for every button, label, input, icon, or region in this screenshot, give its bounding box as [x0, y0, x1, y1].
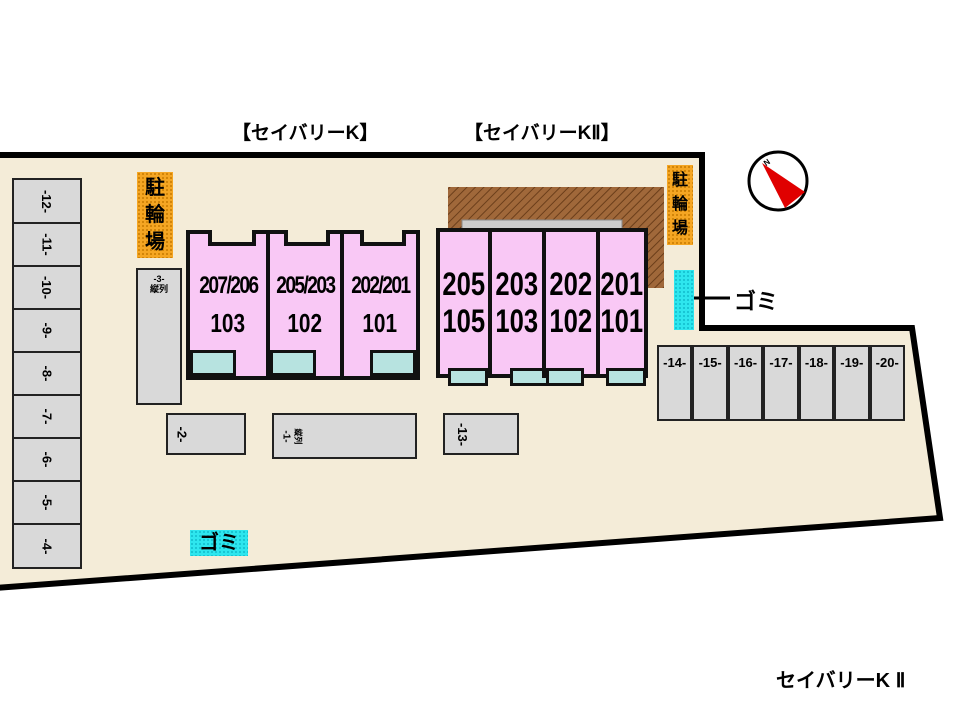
- unit-lower-number: 105: [442, 303, 486, 339]
- parking-space[interactable]: -5-: [12, 481, 82, 524]
- unit-k-2[interactable]: 205/203 102: [266, 230, 344, 380]
- unit-lower-number: 103: [495, 303, 539, 339]
- bike-label-char: 輪: [671, 196, 688, 213]
- unit-upper-number: 203: [495, 266, 539, 302]
- balcony: [190, 350, 236, 376]
- parking-space[interactable]: -19-: [834, 345, 870, 421]
- parking-space[interactable]: -11-: [12, 223, 82, 266]
- unit-k-3[interactable]: 202/201 101: [340, 230, 420, 380]
- unit-k-1[interactable]: 207/206 103: [186, 230, 270, 380]
- building-k-title: 【セイバリーK】: [232, 123, 379, 144]
- unit-k2-4[interactable]: 201 101: [596, 228, 648, 386]
- bike-label-char: 輪: [145, 203, 165, 226]
- trash-area-k: ゴミ: [190, 530, 248, 556]
- parking-space[interactable]: -9-: [12, 309, 82, 352]
- space-label: -3-: [153, 274, 165, 284]
- space-label: -13-: [455, 422, 471, 446]
- space-label: -20-: [875, 355, 899, 370]
- space-label: -2-: [174, 426, 190, 442]
- unit-k2-3[interactable]: 202 102: [542, 228, 600, 386]
- unit-upper-number: 202: [549, 266, 593, 302]
- unit-notch: [284, 230, 330, 246]
- parking-space[interactable]: -10-: [12, 266, 82, 309]
- bike-label-char: 駐: [671, 172, 688, 189]
- bike-parking-k: 駐 輪 場: [137, 172, 173, 258]
- bike-label-char: 場: [145, 230, 165, 253]
- parking-space[interactable]: -20-: [869, 345, 905, 421]
- parking-space[interactable]: -8-: [12, 352, 82, 395]
- parking-space[interactable]: -18-: [798, 345, 835, 421]
- unit-k2-1[interactable]: 205 105: [436, 228, 492, 386]
- parking-space[interactable]: -6-: [12, 438, 82, 481]
- parking-space[interactable]: -14-: [657, 345, 693, 421]
- unit-lower-number: 102: [287, 307, 323, 338]
- balcony: [370, 350, 416, 376]
- parking-space[interactable]: -17-: [763, 345, 799, 421]
- unit-upper-number: 205: [442, 266, 486, 302]
- space-note: 縦列: [293, 428, 303, 444]
- space-label: -18-: [804, 355, 828, 370]
- bike-label-char: 駐: [145, 176, 165, 199]
- space-label: -9-: [39, 322, 55, 339]
- balcony: [448, 368, 488, 386]
- parking-right-row: -14- -15- -16- -17- -18- -19- -20-: [657, 345, 905, 421]
- unit-k2-2[interactable]: 203 103: [488, 228, 550, 386]
- balcony: [606, 368, 646, 386]
- balcony: [270, 350, 316, 376]
- space-label: -17-: [769, 355, 793, 370]
- parking-space-1[interactable]: -1-縦列: [272, 413, 417, 459]
- unit-upper-number: 201: [600, 266, 644, 302]
- unit-upper-number: 205/203: [275, 271, 336, 299]
- space-note: 縦列: [149, 284, 168, 294]
- parking-space[interactable]: -15-: [692, 345, 728, 421]
- parking-space-13[interactable]: -13-: [443, 413, 519, 455]
- parking-space-2[interactable]: -2-: [166, 413, 246, 455]
- space-label: -12-: [39, 189, 55, 213]
- parking-space[interactable]: -12-: [12, 178, 82, 223]
- space-label: -6-: [39, 451, 55, 468]
- space-label: -7-: [39, 408, 55, 425]
- compass-icon: [747, 150, 809, 212]
- space-label: -1-: [280, 429, 292, 443]
- space-label: -14-: [663, 355, 687, 370]
- unit-notch: [360, 230, 406, 246]
- bike-parking-k2: 駐 輪 場: [667, 165, 693, 245]
- space-label: -10-: [39, 275, 55, 300]
- parking-space[interactable]: -4-: [12, 524, 82, 569]
- space-label: -5-: [39, 494, 55, 511]
- space-label: -19-: [840, 355, 864, 370]
- parking-left-column: -12- -11- -10- -9- -8- -7- -6- -5- -4-: [12, 178, 82, 569]
- parking-space-3[interactable]: -3- 縦列: [136, 268, 182, 405]
- space-label: -4-: [39, 538, 55, 554]
- unit-lower-number: 103: [210, 307, 246, 338]
- trash-area-k2: [674, 270, 694, 330]
- unit-lower-number: 102: [549, 303, 593, 339]
- space-label: -16-: [733, 355, 758, 370]
- unit-upper-number: 202/201: [350, 271, 411, 299]
- building-k2-title: 【セイバリーKⅡ】: [464, 123, 620, 144]
- space-label: -11-: [39, 233, 55, 256]
- trash-label: ゴミ: [734, 289, 779, 314]
- parking-space[interactable]: -7-: [12, 395, 82, 438]
- unit-lower-number: 101: [600, 303, 644, 339]
- unit-upper-number: 207/206: [198, 271, 259, 299]
- footer-title: セイバリーK Ⅱ: [776, 670, 906, 692]
- unit-lower-number: 101: [362, 307, 398, 338]
- balcony: [546, 368, 584, 386]
- parking-space[interactable]: -16-: [727, 345, 764, 421]
- space-label: -8-: [39, 365, 55, 382]
- space-label: -15-: [698, 355, 722, 370]
- unit-notch: [208, 230, 256, 246]
- bike-label-char: 場: [671, 220, 688, 237]
